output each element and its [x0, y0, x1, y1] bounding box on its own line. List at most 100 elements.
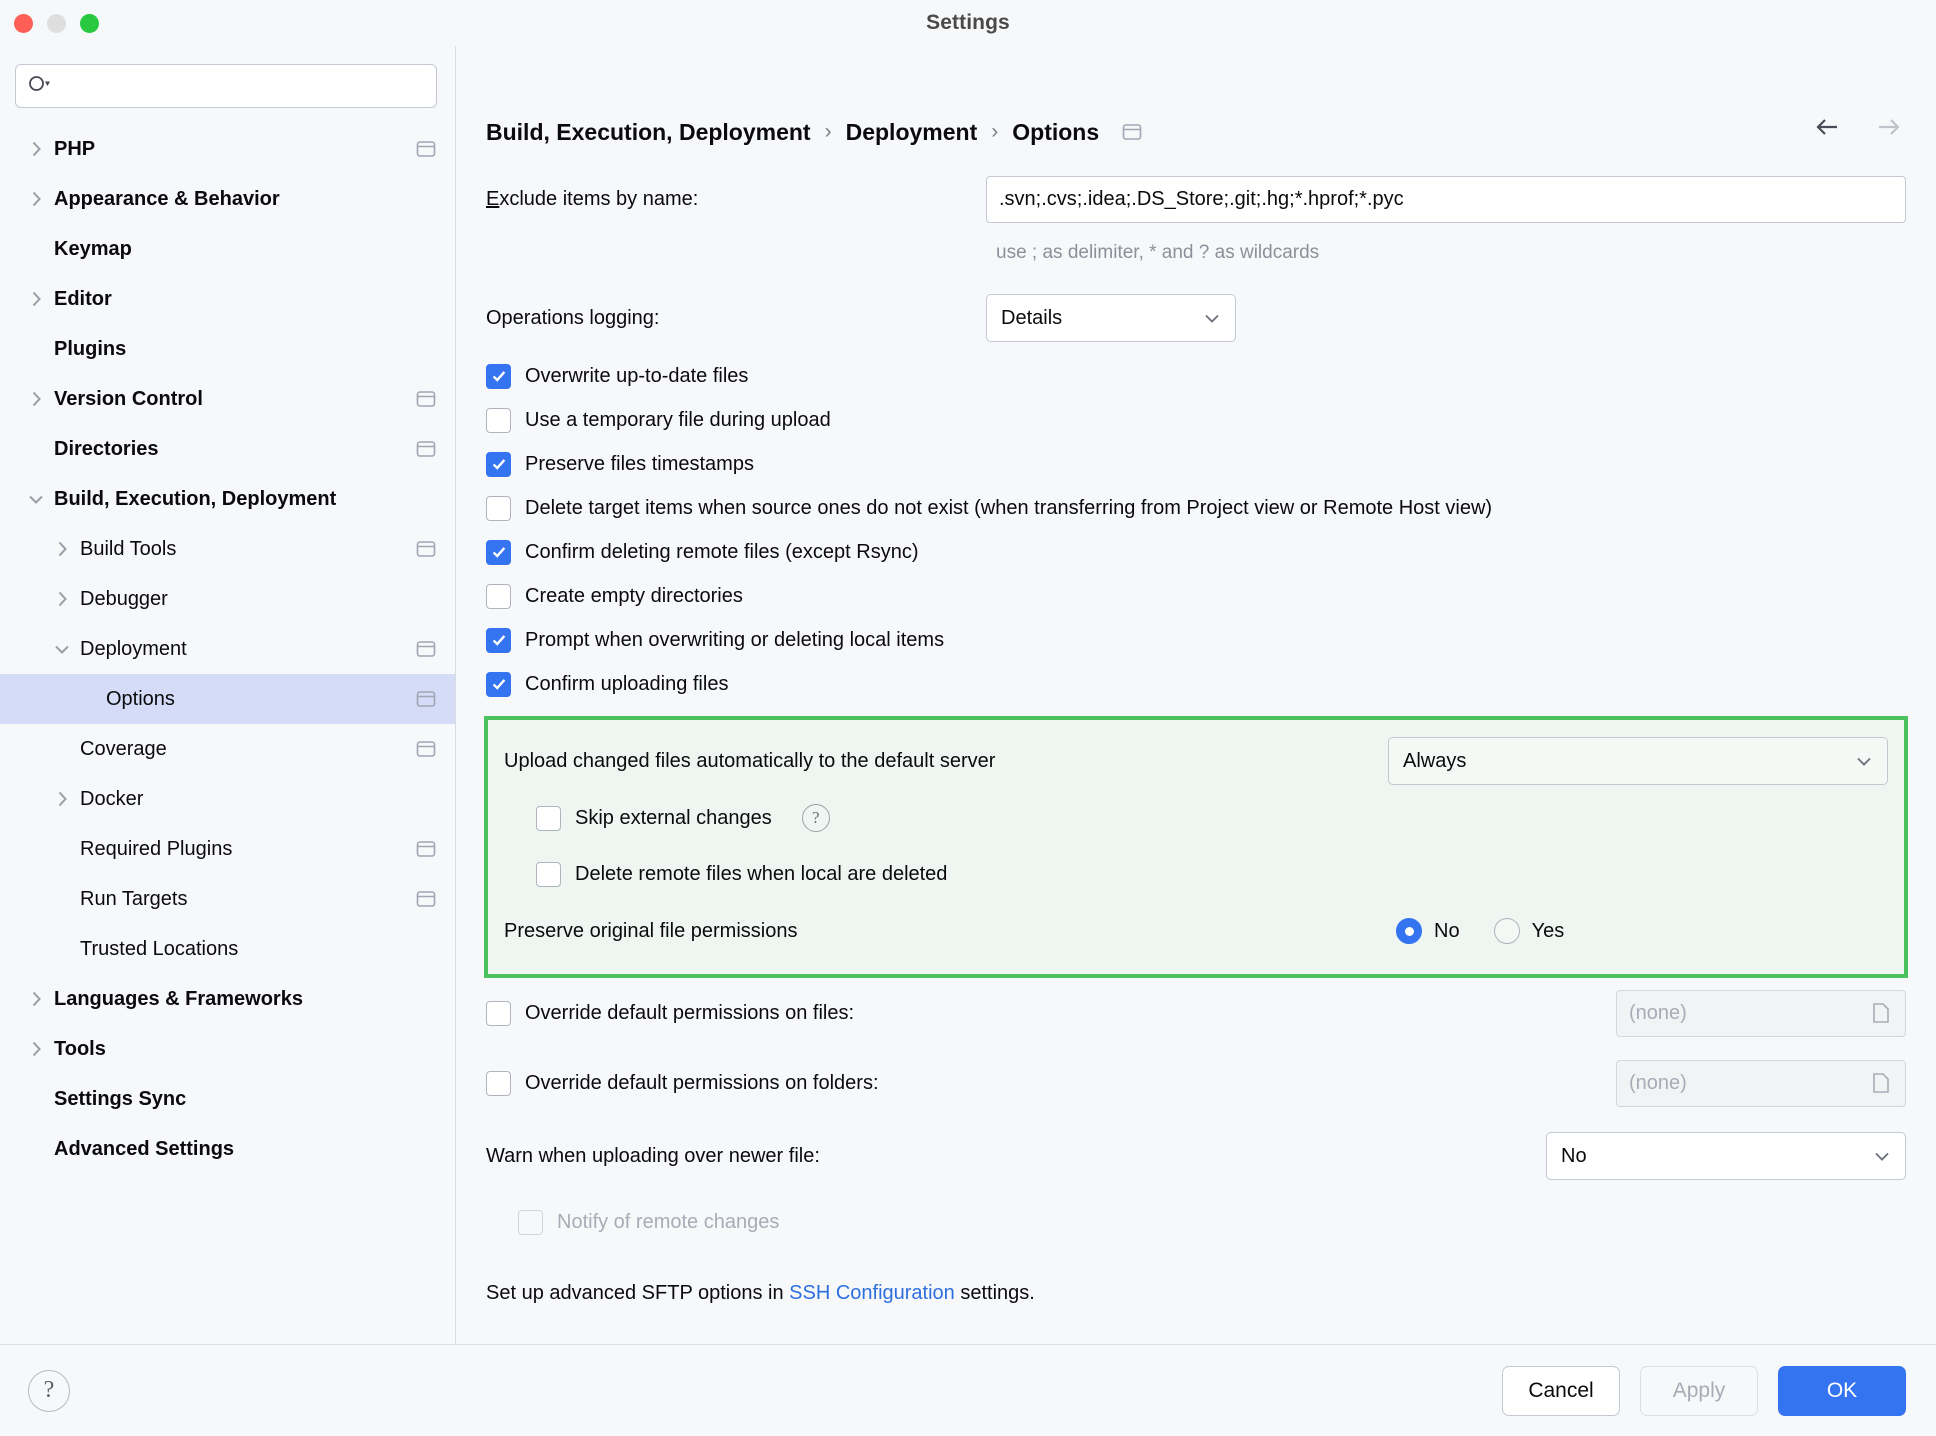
title-bar: Settings	[0, 0, 1936, 46]
sidebar-item-options[interactable]: Options	[0, 674, 455, 724]
sidebar-item-debugger[interactable]: Debugger	[0, 574, 455, 624]
maximize-window-button[interactable]	[80, 14, 99, 33]
breadcrumb: Build, Execution, Deployment › Deploymen…	[456, 46, 1936, 154]
override-files-checkbox-row[interactable]: Override default permissions on files:	[486, 991, 1616, 1035]
search-box[interactable]	[15, 64, 437, 108]
sidebar-item-deployment[interactable]: Deployment	[0, 624, 455, 674]
sidebar-item-label: Appearance & Behavior	[54, 187, 280, 210]
exclude-items-input[interactable]: .svn;.cvs;.idea;.DS_Store;.git;.hg;*.hpr…	[986, 175, 1906, 223]
search-icon	[26, 73, 52, 99]
help-button[interactable]: ?	[28, 1369, 70, 1412]
option-checkbox[interactable]	[486, 627, 511, 653]
option-checkbox-row[interactable]: Delete target items when source ones do …	[486, 486, 1906, 530]
sidebar-item-trusted-locations[interactable]: Trusted Locations	[0, 924, 455, 974]
option-checkbox[interactable]	[486, 495, 511, 521]
project-scope-icon	[415, 838, 437, 860]
sidebar-item-build-execution-deployment[interactable]: Build, Execution, Deployment	[0, 474, 455, 524]
sidebar-item-tools[interactable]: Tools	[0, 1024, 455, 1074]
chevron-right-icon[interactable]	[50, 587, 74, 611]
breadcrumb-separator-icon: ›	[824, 120, 832, 143]
option-checkbox[interactable]	[486, 363, 511, 389]
preserve-permissions-radio-yes[interactable]	[1493, 918, 1520, 944]
chevron-down-icon[interactable]	[50, 637, 74, 661]
breadcrumb-item-1[interactable]: Deployment	[845, 118, 978, 145]
chevron-right-icon[interactable]	[24, 287, 48, 311]
sidebar-item-required-plugins[interactable]: Required Plugins	[0, 824, 455, 874]
sidebar-item-version-control[interactable]: Version Control	[0, 374, 455, 424]
sidebar-item-plugins[interactable]: Plugins	[0, 324, 455, 374]
sidebar-item-build-tools[interactable]: Build Tools	[0, 524, 455, 574]
breadcrumb-item-0[interactable]: Build, Execution, Deployment	[486, 118, 811, 145]
sidebar-item-label: Settings Sync	[54, 1087, 187, 1110]
sidebar-item-coverage[interactable]: Coverage	[0, 724, 455, 774]
chevron-down-icon	[1871, 1145, 1893, 1167]
override-files-label: Override default permissions on files:	[525, 1001, 855, 1024]
option-checkbox[interactable]	[486, 407, 511, 433]
sidebar-item-directories[interactable]: Directories	[0, 424, 455, 474]
chevron-down-icon	[1853, 750, 1875, 772]
skip-external-changes-checkbox[interactable]	[536, 805, 561, 831]
exclude-items-hint: use ; as delimiter, * and ? as wildcards	[996, 242, 1320, 263]
chevron-right-icon[interactable]	[24, 387, 48, 411]
delete-remote-files-checkbox[interactable]	[536, 861, 561, 887]
sidebar-item-php[interactable]: PHP	[0, 124, 455, 174]
override-files-checkbox[interactable]	[486, 1000, 511, 1026]
chevron-right-icon[interactable]	[24, 187, 48, 211]
option-checkbox-row[interactable]: Confirm uploading files	[486, 662, 1906, 706]
upload-auto-value: Always	[1403, 749, 1467, 772]
override-folders-checkbox-row[interactable]: Override default permissions on folders:	[486, 1061, 1616, 1105]
sidebar-item-run-targets[interactable]: Run Targets	[0, 874, 455, 924]
sidebar-item-settings-sync[interactable]: Settings Sync	[0, 1074, 455, 1124]
preserve-permissions-radio-no[interactable]	[1396, 918, 1422, 944]
operations-logging-label: Operations logging:	[486, 306, 660, 329]
close-window-button[interactable]	[14, 14, 33, 33]
option-checkbox[interactable]	[486, 583, 511, 609]
upload-auto-row: Upload changed files automatically to th…	[504, 732, 1888, 790]
chevron-right-icon[interactable]	[24, 1037, 48, 1061]
option-checkbox-row[interactable]: Use a temporary file during upload	[486, 398, 1906, 442]
option-checkbox-row[interactable]: Prompt when overwriting or deleting loca…	[486, 618, 1906, 662]
chevron-right-icon[interactable]	[24, 987, 48, 1011]
sidebar-item-docker[interactable]: Docker	[0, 774, 455, 824]
sidebar-item-editor[interactable]: Editor	[0, 274, 455, 324]
option-checkbox-row[interactable]: Confirm deleting remote files (except Rs…	[486, 530, 1906, 574]
cancel-button[interactable]: Cancel	[1502, 1365, 1620, 1416]
skip-external-changes-row[interactable]: Skip external changes ?	[504, 790, 1888, 846]
sidebar-item-label: Coverage	[80, 737, 167, 760]
help-question-icon[interactable]: ?	[801, 804, 830, 832]
sidebar-item-keymap[interactable]: Keymap	[0, 224, 455, 274]
chevron-right-icon[interactable]	[24, 137, 48, 161]
operations-logging-select[interactable]: Details	[986, 294, 1236, 342]
ok-button[interactable]: OK	[1778, 1365, 1906, 1416]
option-checkbox-row[interactable]: Overwrite up-to-date files	[486, 354, 1906, 398]
chevron-right-icon[interactable]	[50, 537, 74, 561]
option-checkbox[interactable]	[486, 451, 511, 477]
option-checkbox[interactable]	[486, 539, 511, 565]
option-checkbox-label: Use a temporary file during upload	[525, 408, 831, 431]
option-checkbox[interactable]	[486, 671, 511, 697]
option-checkbox-row[interactable]: Preserve files timestamps	[486, 442, 1906, 486]
delete-remote-files-row[interactable]: Delete remote files when local are delet…	[504, 846, 1888, 902]
back-arrow-icon[interactable]	[1810, 110, 1844, 144]
breadcrumb-item-2[interactable]: Options	[1012, 118, 1100, 145]
project-scope-icon	[415, 138, 437, 160]
option-checkbox-row[interactable]: Create empty directories	[486, 574, 1906, 618]
exclude-mnemonic: E	[486, 187, 500, 210]
sidebar-item-label: Build, Execution, Deployment	[54, 487, 337, 510]
chevron-right-icon[interactable]	[50, 787, 74, 811]
chevron-down-icon[interactable]	[24, 487, 48, 511]
sidebar-item-appearance-behavior[interactable]: Appearance & Behavior	[0, 174, 455, 224]
upload-auto-select[interactable]: Always	[1388, 737, 1888, 785]
sidebar-item-advanced-settings[interactable]: Advanced Settings	[0, 1124, 455, 1174]
search-input[interactable]	[52, 65, 426, 107]
ssh-configuration-link[interactable]: SSH Configuration	[789, 1282, 955, 1304]
warn-newer-file-select[interactable]: No	[1546, 1132, 1906, 1180]
options-pane: Exclude items by name: .svn;.cvs;.idea;.…	[456, 154, 1936, 1305]
sidebar-item-label: Version Control	[54, 387, 203, 410]
minimize-window-button[interactable]	[47, 14, 66, 33]
override-folders-checkbox[interactable]	[486, 1070, 511, 1096]
sidebar-item-languages-frameworks[interactable]: Languages & Frameworks	[0, 974, 455, 1024]
